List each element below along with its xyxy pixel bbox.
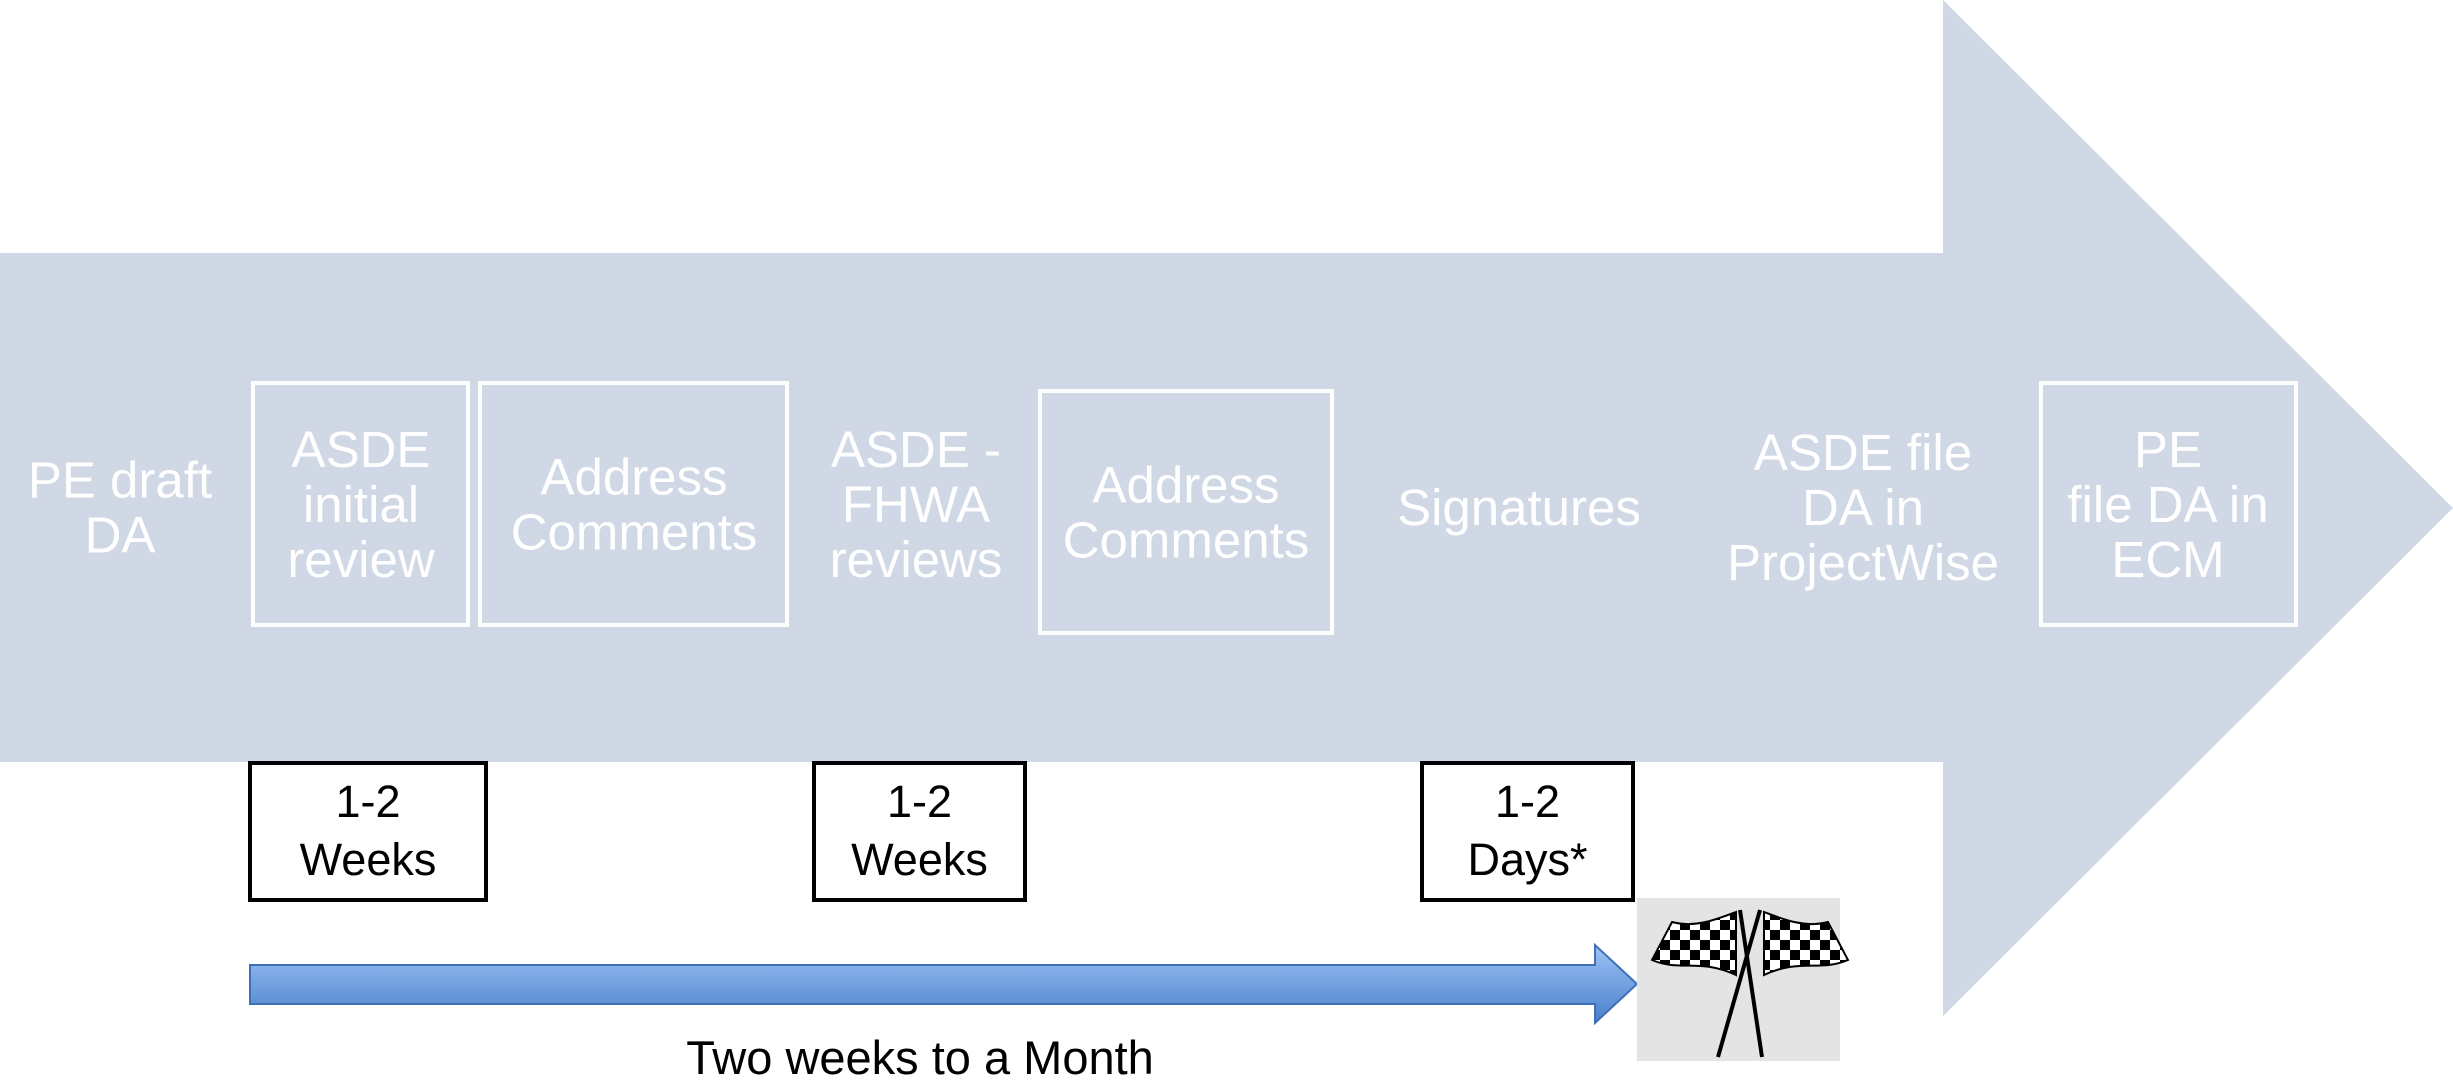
step-boxes xyxy=(251,381,2298,635)
step-label-6: Signatures xyxy=(1397,479,1641,536)
duration-label-line: Weeks xyxy=(851,834,988,885)
step-label-line: ASDE xyxy=(292,421,431,478)
duration-label-line: 1-2 xyxy=(335,776,400,827)
checkered-flags-icon xyxy=(1637,898,1850,1061)
step-label-line: file DA in xyxy=(2067,476,2268,533)
duration-label-line: Days* xyxy=(1467,834,1587,885)
step-label-line: ASDE file xyxy=(1754,424,1972,481)
step-label-line: reviews xyxy=(830,531,1003,588)
step-label-line: ECM xyxy=(2111,531,2224,588)
step-label-line: Comments xyxy=(1063,512,1310,569)
step-label-line: ProjectWise xyxy=(1727,534,1999,591)
step-label-line: Signatures xyxy=(1397,479,1641,536)
step-label-line: Address xyxy=(540,449,727,506)
step-label-line: PE xyxy=(2134,421,2202,478)
step-label-line: ASDE - xyxy=(831,421,1001,478)
step-box-5 xyxy=(1038,389,1334,635)
duration-label-line: Weeks xyxy=(300,834,437,885)
step-box-8 xyxy=(2039,381,2298,627)
step-box-2 xyxy=(251,381,470,627)
step-label-line: Address xyxy=(1092,457,1279,514)
duration-label-line: 1-2 xyxy=(1495,776,1560,827)
duration-box-3 xyxy=(1420,761,1635,902)
process-arrow xyxy=(0,0,2453,1016)
step-box-3 xyxy=(478,381,789,627)
step-label-line: review xyxy=(287,531,435,588)
step-label-line: PE draft xyxy=(28,452,212,509)
step-label-line: FHWA xyxy=(842,476,990,533)
timeline-arrow xyxy=(249,942,1639,1026)
step-label-line: Comments xyxy=(511,504,758,561)
duration-box-2 xyxy=(812,761,1027,902)
duration-boxes xyxy=(248,761,1635,902)
duration-label-line: 1-2 xyxy=(887,776,952,827)
step-label-line: DA xyxy=(85,507,156,564)
step-label-line: initial xyxy=(303,476,419,533)
step-label-line: DA in xyxy=(1802,479,1924,536)
duration-box-1 xyxy=(248,761,488,902)
timeline-caption: Two weeks to a Month xyxy=(686,1031,1154,1081)
